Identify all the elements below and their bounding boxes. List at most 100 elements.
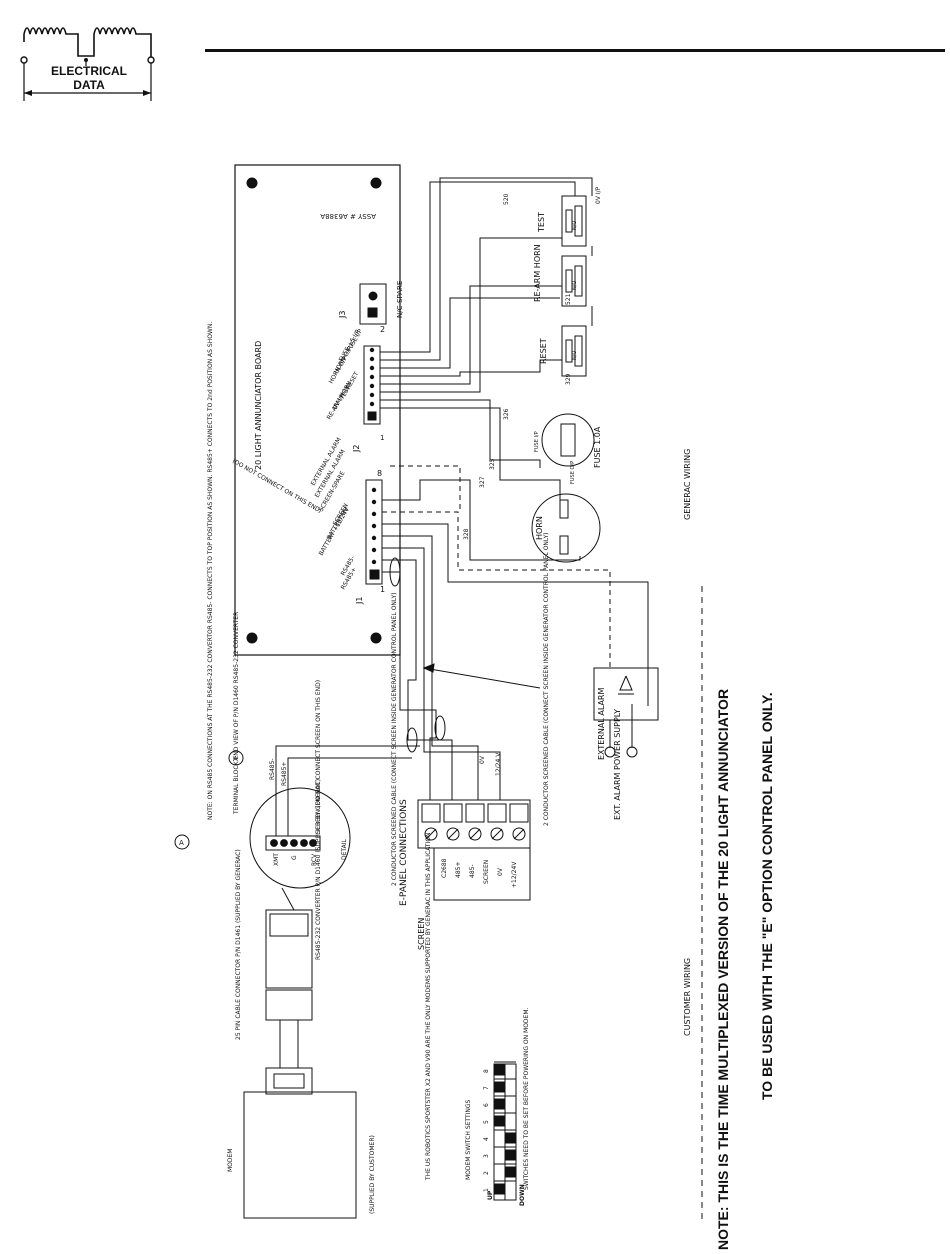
mount-hole [370, 632, 382, 644]
header-rule [205, 49, 945, 52]
fuse-label: FUSE 1.0A [593, 426, 602, 468]
wire-label: 0V [479, 755, 486, 764]
board-assy: ASSY # A6388A [320, 212, 376, 220]
detail-view [249, 787, 351, 889]
board-title: 20 LIGHT ANNUNCIATOR BOARD [254, 341, 263, 470]
marker-a: A [179, 839, 184, 847]
dip-switch-6 [494, 1098, 505, 1110]
reset-switch [561, 325, 587, 377]
wire-label: 326 [503, 408, 510, 420]
epanel-term: +12/24V [511, 861, 518, 888]
wire-label: 328 [463, 528, 470, 540]
cable-note: 2 CONDUCTOR SCREENED CABLE (CONNECT SCRE… [543, 533, 550, 826]
wire-label: 12/24 V [495, 752, 502, 776]
dip-positions [494, 1061, 516, 1195]
modem-footer-note: SWITCHES NEED TO BE SET BEFORE POWERING … [523, 1007, 530, 1190]
ov-ip-label: 0V I/P [595, 186, 602, 204]
wire-label: 325 [489, 458, 496, 470]
wire-label: 327 [479, 476, 486, 488]
dip-number: 3 [483, 1154, 490, 1158]
dip-number: 7 [483, 1086, 490, 1090]
horn [531, 493, 601, 563]
modem-note: THE US ROBOTICS SPORTSTER X2 AND V90 ARE… [425, 832, 432, 1181]
dip-switch-2 [505, 1166, 516, 1178]
pin-label: 8 [377, 469, 382, 478]
detail-dnc-label: SCREEN (DO NOT CONNECT SCREEN ON THIS EN… [315, 680, 322, 834]
g-label: G [291, 855, 298, 860]
xmt-label: XMT [273, 853, 280, 866]
detail-label: DETAIL [341, 839, 348, 860]
dip-number: 6 [483, 1103, 490, 1107]
rs485-plus-label: RS485+ [281, 762, 288, 786]
modem-label: MODEM [227, 1149, 234, 1173]
epanel-term: 0V [497, 867, 504, 876]
screen-label: SCREEN [417, 918, 426, 950]
page-header: ELECTRICAL DATA [0, 0, 950, 110]
note-line1: NOTE: THIS IS THE TIME MULTIPLEXED VERSI… [715, 689, 731, 1250]
epanel-part: C2688 [441, 858, 448, 878]
connector-label: 25 PIN CABLE CONNECTOR P/N D1461 (SUPPLI… [235, 849, 242, 1040]
j1-note: (DO NOT CONNECT ON THIS END) [231, 458, 323, 515]
j1-label: J1 [355, 597, 364, 605]
rearm-switch-label: RE-ARM HORN [533, 244, 542, 302]
wire-label: 521 [565, 293, 572, 305]
e-panel-terminal-block [417, 799, 531, 849]
wire-label: 329 [565, 373, 572, 385]
external-alarm [593, 667, 659, 721]
j3-spare-label: N/C-SPARE [396, 281, 404, 318]
rcv-label: RCV [311, 853, 318, 866]
j2-connector [363, 345, 381, 425]
annunciator-board [234, 164, 401, 656]
header-title: ELECTRICAL DATA [46, 64, 132, 92]
generac-wiring-label: GENERAC WIRING [683, 449, 692, 520]
header-title-line1: ELECTRICAL [51, 64, 127, 78]
note-line2: TO BE USED WITH THE "E" OPTION CONTROL P… [759, 692, 775, 1100]
converter-label: RS485-232 CONVERTER P/N D1460 (SUPPLIED … [315, 779, 322, 960]
dip-number: 5 [483, 1120, 490, 1124]
fuse-ip-label: FUSE I/P [534, 431, 540, 452]
mount-hole [370, 177, 382, 189]
dip-number: 2 [483, 1171, 490, 1175]
wire-label: 520 [503, 193, 510, 205]
dip-switch-5 [494, 1115, 505, 1127]
epanel-term: 485- [469, 864, 476, 878]
dip-number: 1 [483, 1188, 490, 1192]
cable-note: 2 CONDUCTOR SCREENED CABLE (CONNECT SCRE… [391, 593, 398, 886]
mount-hole [246, 177, 258, 189]
rs485-converter [265, 909, 313, 989]
epanel-term: 485+ [455, 862, 462, 878]
mount-hole [246, 632, 258, 644]
horn-label: HORN [535, 516, 544, 540]
fuse [541, 413, 595, 467]
ext-power-terminal [604, 746, 616, 758]
pin-label: 1 [380, 585, 385, 594]
contact-label: N/O [572, 221, 578, 230]
dip-down-label: DOWN [519, 1184, 526, 1206]
detail-marker [228, 750, 244, 766]
ext-power-terminal [626, 746, 638, 758]
rs485-minus-label: RS485- [269, 758, 276, 780]
j2-label: J2 [352, 445, 361, 453]
pin-label: 2 [380, 325, 385, 334]
dip-switch-7 [494, 1081, 505, 1093]
fuse-op-label: FUSE O/P [570, 461, 576, 484]
epanel-title: E-PANEL CONNECTIONS [399, 799, 409, 906]
detail-marker [174, 834, 190, 850]
dip-switch-4 [505, 1132, 516, 1144]
dip-number: 4 [483, 1137, 490, 1141]
dip-switch-8 [494, 1064, 505, 1076]
coil-logo-icon [20, 27, 155, 101]
j1-connector [365, 479, 383, 585]
contact-label: N/O [572, 281, 578, 290]
dip-switch-3 [505, 1149, 516, 1161]
marker-a: A [233, 755, 238, 763]
dip-switch-1 [494, 1183, 505, 1195]
j3-connector [359, 283, 387, 325]
25-pin-connector [265, 1067, 313, 1095]
detail-note: NOTE: ON RS485 CONNECTIONS AT THE RS485-… [207, 322, 214, 820]
header-title-line2: DATA [73, 78, 105, 92]
test-switch [561, 195, 587, 247]
rearm-horn-switch [561, 255, 587, 307]
alarm-supply-label: EXT. ALARM POWER SUPPLY [613, 709, 622, 820]
